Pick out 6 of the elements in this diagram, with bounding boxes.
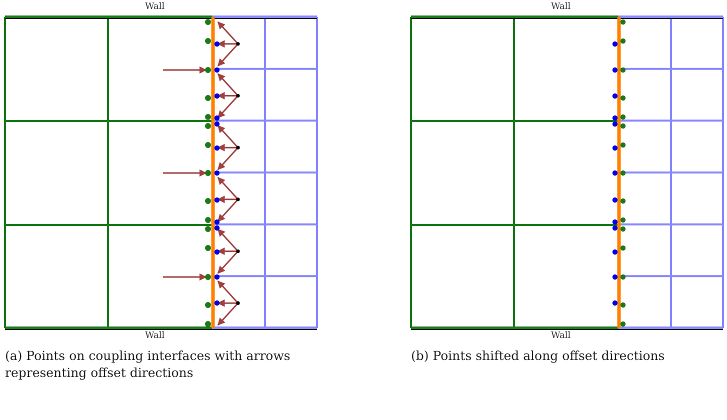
wall-label: Wall [551, 2, 571, 12]
wall-label: Wall [145, 2, 165, 12]
wall-label: Wall [551, 331, 571, 341]
figure-caption: (a) Points on coupling interfaces with arrows representing offset directions [5, 347, 292, 381]
wall-label: Wall [145, 331, 165, 341]
figure-caption: (b) Points shifted along offset directions [411, 347, 666, 364]
